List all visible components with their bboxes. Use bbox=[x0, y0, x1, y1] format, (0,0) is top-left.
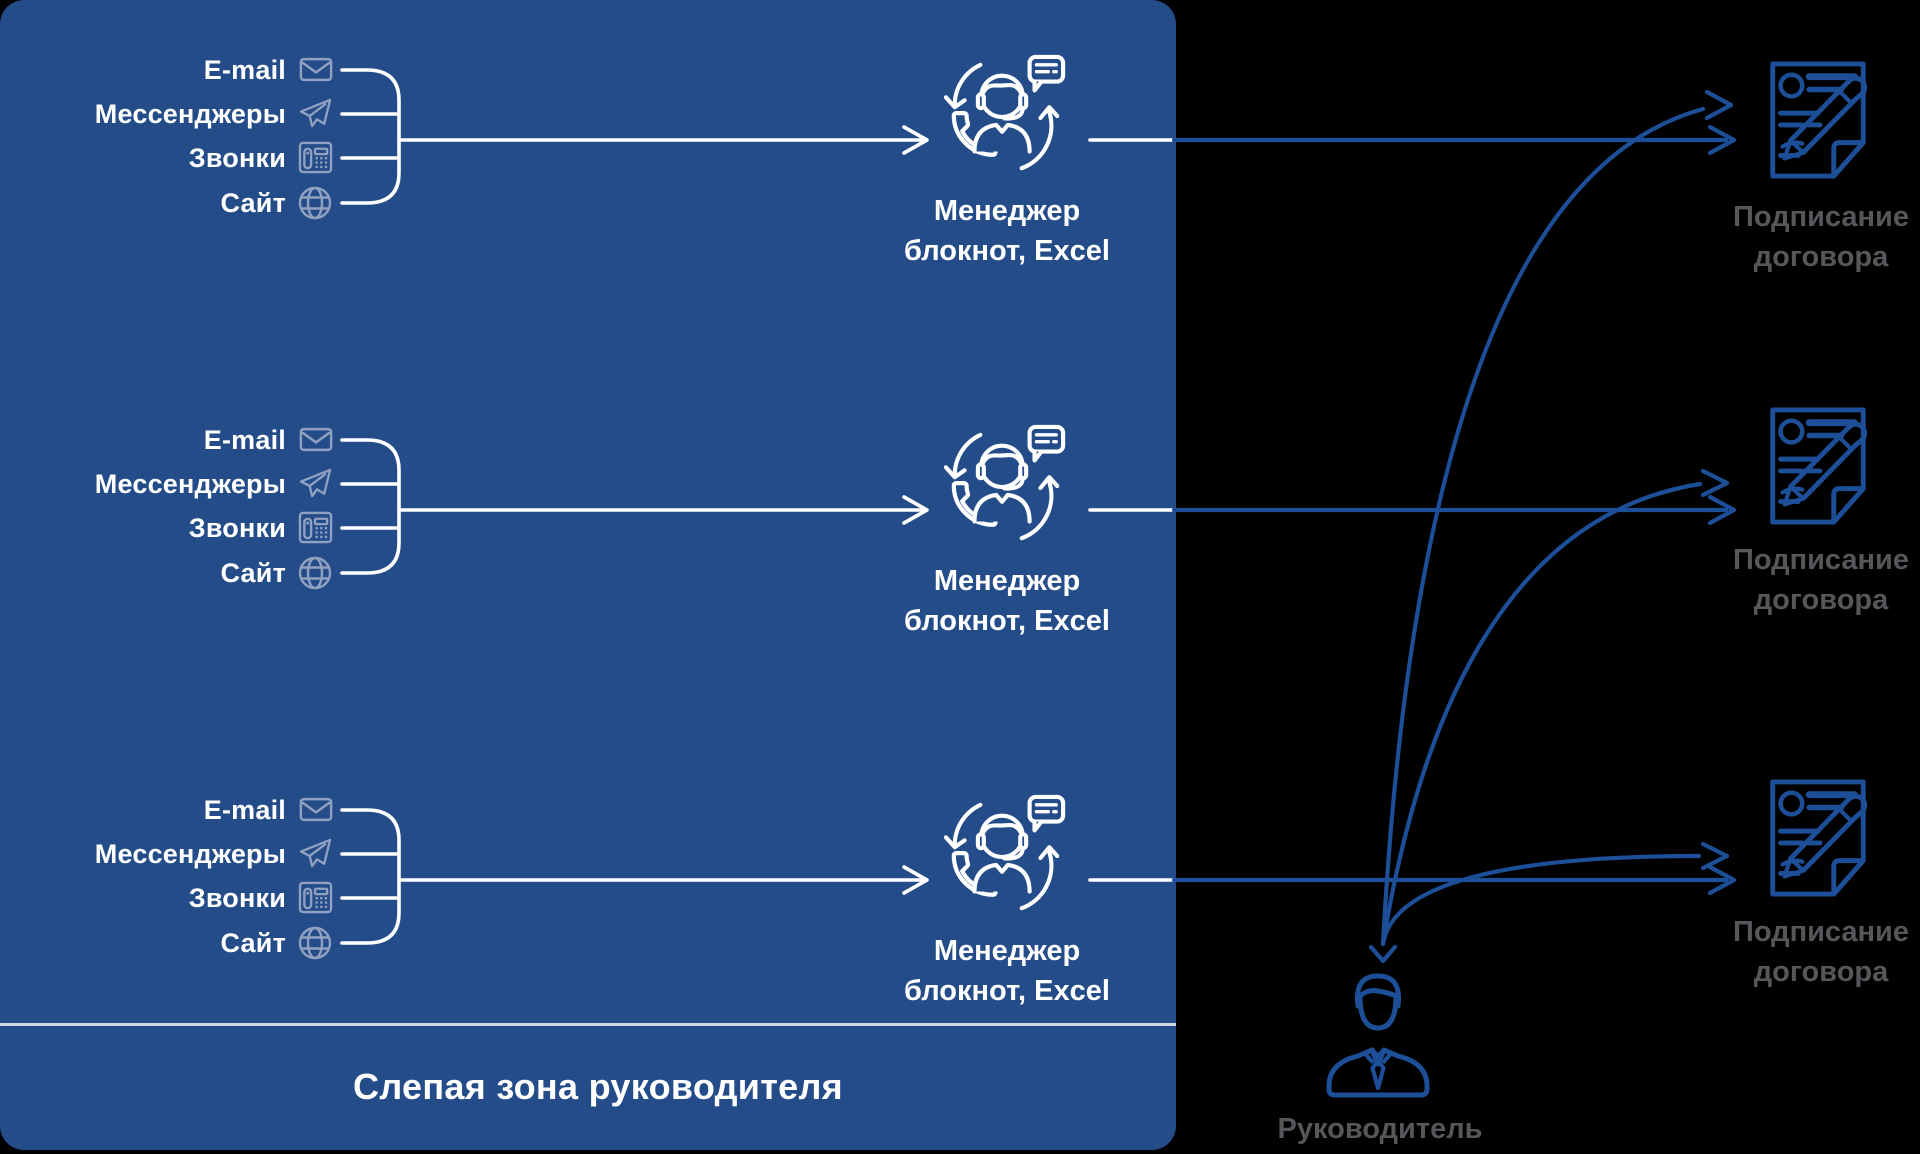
blind-zone-divider bbox=[0, 1023, 1176, 1026]
contract-label-line2: договора bbox=[1753, 241, 1889, 273]
channel-label-calls: Звонки bbox=[188, 513, 286, 543]
leader-label: Руководитель bbox=[1277, 1113, 1483, 1145]
blind-zone-panel bbox=[0, 0, 1176, 1150]
arrowhead-curve-3 bbox=[1700, 841, 1730, 871]
flow-row-2 bbox=[298, 410, 1865, 590]
arrowhead-to-contract bbox=[1707, 124, 1737, 156]
manager-headset-icon bbox=[946, 797, 1063, 908]
paper-plane-icon bbox=[299, 468, 332, 498]
arrowhead-to-contract bbox=[1707, 864, 1737, 896]
manager-headset-icon bbox=[946, 57, 1063, 168]
contract-label: Подписание договора bbox=[1690, 912, 1920, 992]
contract-label-line2: договора bbox=[1753, 956, 1889, 988]
manager-subtitle: блокнот, Excel bbox=[904, 235, 1110, 267]
globe-icon bbox=[298, 186, 332, 220]
channel-label-calls: Звонки bbox=[188, 143, 286, 173]
channel-brace bbox=[340, 438, 401, 575]
contract-label-line1: Подписание bbox=[1732, 916, 1909, 948]
flow-row-3 bbox=[298, 782, 1865, 960]
manager-title: Менеджер bbox=[933, 565, 1081, 597]
channel-brace bbox=[340, 808, 401, 945]
contract-label: Подписание договора bbox=[1690, 540, 1920, 620]
channel-group-3: E-mail Мессенджеры Звонки Сайт bbox=[0, 740, 300, 970]
leader-curve-to-contract-2 bbox=[1380, 481, 1703, 947]
contract-label-line1: Подписание bbox=[1732, 201, 1909, 233]
channel-label-site: Сайт bbox=[220, 558, 286, 588]
arrowhead-to-manager bbox=[902, 125, 929, 155]
channel-label-email: E-mail bbox=[203, 425, 286, 455]
channel-group-1: E-mail Мессенджеры Звонки Сайт bbox=[0, 0, 300, 230]
arrowhead-to-leader bbox=[1368, 944, 1398, 964]
manager-subtitle: блокнот, Excel bbox=[904, 975, 1110, 1007]
contract-signing-icon bbox=[1773, 64, 1865, 176]
channel-label-site: Сайт bbox=[220, 928, 286, 958]
manager-headset-icon bbox=[946, 427, 1063, 538]
manager-title: Менеджер bbox=[933, 935, 1081, 967]
envelope-icon bbox=[299, 427, 333, 452]
channel-label-email: E-mail bbox=[203, 55, 286, 85]
paper-plane-icon bbox=[299, 98, 332, 128]
contract-label-line1: Подписание bbox=[1732, 544, 1909, 576]
contract-signing-icon bbox=[1773, 782, 1865, 894]
paper-plane-icon bbox=[299, 838, 332, 868]
manager-label: Менеджер блокнот, Excel bbox=[880, 561, 1134, 641]
blind-zone-title: Слепая зона руководителя bbox=[353, 1066, 843, 1107]
channel-label-site: Сайт bbox=[220, 188, 286, 218]
arrowhead-to-contract bbox=[1707, 494, 1737, 526]
phone-icon bbox=[298, 881, 333, 914]
contract-signing-icon bbox=[1773, 410, 1865, 522]
channel-label-email: E-mail bbox=[203, 795, 286, 825]
globe-icon bbox=[298, 926, 332, 960]
contract-label: Подписание договора bbox=[1690, 197, 1920, 277]
leader-person-icon bbox=[1329, 976, 1427, 1095]
arrowhead-curve-1 bbox=[1704, 89, 1734, 121]
phone-icon bbox=[298, 141, 333, 174]
arrowhead-to-manager bbox=[902, 865, 929, 895]
manager-label: Менеджер блокнот, Excel bbox=[880, 191, 1134, 271]
leader-curve-to-contract-1 bbox=[1380, 106, 1706, 947]
phone-icon bbox=[298, 511, 333, 544]
manager-title: Менеджер bbox=[933, 195, 1081, 227]
channel-brace bbox=[340, 68, 401, 205]
manager-subtitle: блокнот, Excel bbox=[904, 605, 1110, 637]
channel-group-2: E-mail Мессенджеры Звонки Сайт bbox=[0, 370, 300, 600]
globe-icon bbox=[298, 556, 332, 590]
manager-label: Менеджер блокнот, Excel bbox=[880, 931, 1134, 1011]
channel-label-messengers: Мессенджеры bbox=[94, 839, 286, 869]
channel-label-messengers: Мессенджеры bbox=[94, 99, 286, 129]
envelope-icon bbox=[299, 797, 333, 822]
channel-label-messengers: Мессенджеры bbox=[94, 469, 286, 499]
leader-curve-to-contract-3 bbox=[1380, 853, 1702, 947]
arrowhead-to-manager bbox=[902, 495, 929, 525]
contract-label-line2: договора bbox=[1753, 584, 1889, 616]
arrowhead-curve-2 bbox=[1700, 468, 1730, 498]
channel-label-calls: Звонки bbox=[188, 883, 286, 913]
envelope-icon bbox=[299, 57, 333, 82]
